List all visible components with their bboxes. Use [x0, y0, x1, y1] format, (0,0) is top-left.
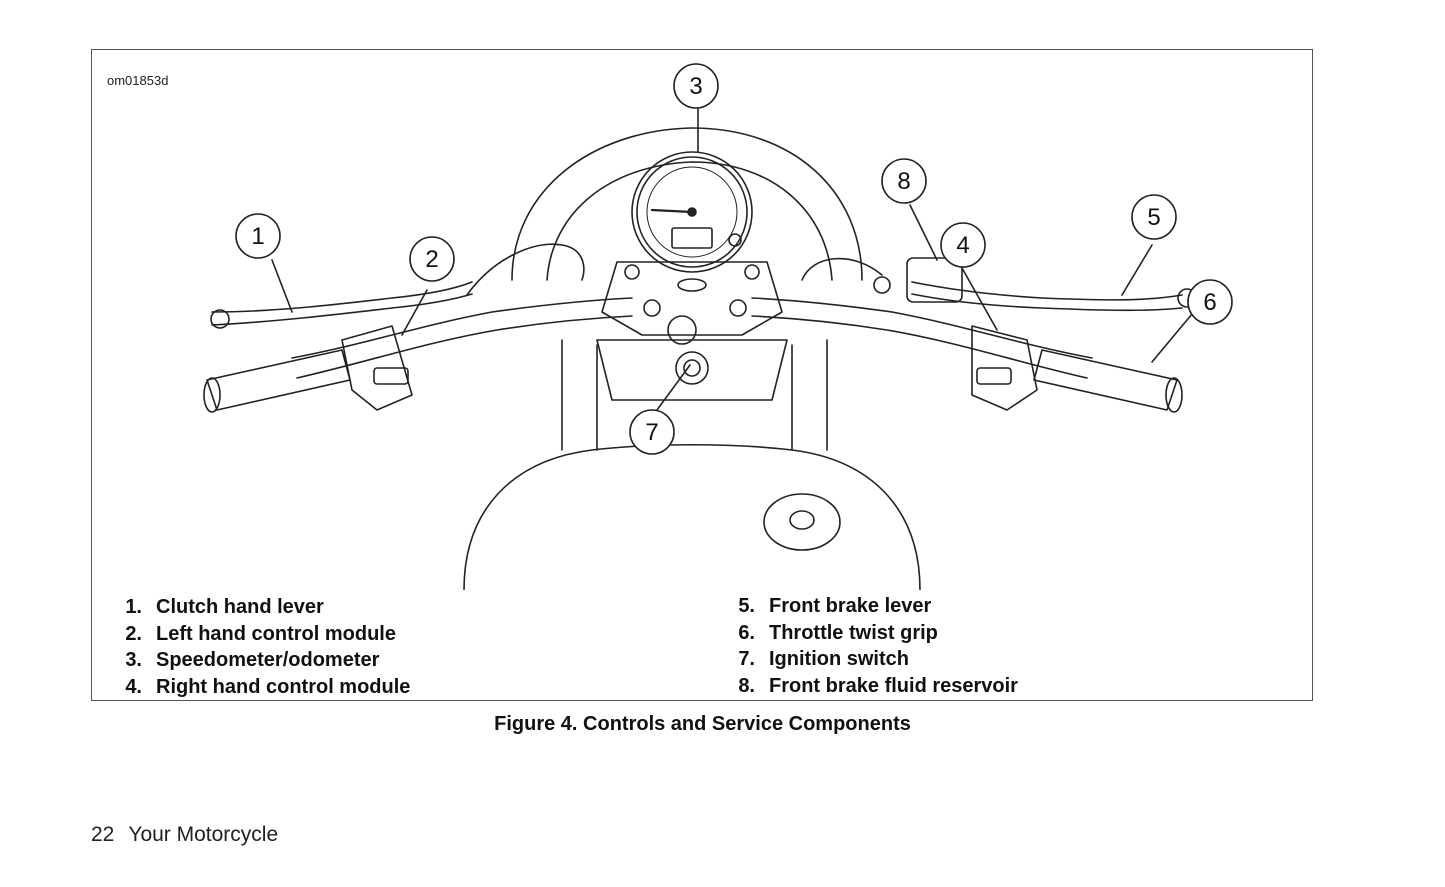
callout-label-1: 1 — [251, 223, 264, 250]
legend-label: Left hand control module — [156, 622, 396, 645]
callout-label-8: 8 — [897, 168, 910, 195]
fuel-tank-outline — [463, 443, 921, 590]
legend-right: 5. Front brake lever 6. Throttle twist g… — [717, 593, 1018, 699]
callout-label-4: 4 — [956, 232, 969, 259]
fairing-inner-outline — [546, 161, 833, 281]
handlebar-clamp — [601, 261, 783, 336]
legend-label: Clutch hand lever — [156, 596, 324, 618]
legend-label: Throttle twist grip — [769, 621, 938, 644]
legend-label: Front brake fluid reservoir — [769, 674, 1018, 697]
callout-circle-8 — [881, 158, 927, 204]
section-title: Your Motorcycle — [128, 823, 279, 846]
legend-label: Right hand control module — [156, 675, 411, 698]
legend-label: Front brake lever — [769, 595, 932, 617]
callout-label-3: 3 — [689, 73, 702, 100]
legend-number: 8. — [738, 674, 755, 697]
legend-item: 6. Throttle twist grip — [717, 620, 1018, 647]
speedometer-gauge — [631, 151, 753, 273]
figure-id-code: om01853d — [107, 73, 169, 88]
left-handlebar — [203, 243, 633, 413]
figure-caption: Figure 4. Controls and Service Component… — [494, 713, 911, 735]
legend-number: 3. — [125, 649, 142, 671]
legend-item: 7. Ignition switch — [717, 646, 1018, 673]
legend-label: Ignition switch — [769, 648, 909, 670]
right-handlebar — [751, 257, 1197, 413]
callout-label-2: 2 — [425, 246, 438, 273]
fairing-outline — [511, 127, 863, 281]
legend-number: 1. — [125, 596, 142, 618]
legend-number: 5. — [738, 595, 755, 617]
callout-label-7: 7 — [645, 419, 658, 446]
callout-circle-2 — [409, 236, 455, 282]
legend-item: 3. Speedometer/odometer — [104, 647, 410, 674]
ignition-switch-drawing — [596, 315, 788, 401]
legend-item: 5. Front brake lever — [717, 593, 1018, 620]
callout-label-6: 6 — [1203, 289, 1216, 316]
legend-number: 4. — [125, 675, 142, 698]
figure-frame — [91, 49, 1313, 701]
fork-legs — [561, 339, 828, 451]
callout-circle-3 — [673, 63, 719, 109]
legend-left: 1. Clutch hand lever 2. Left hand contro… — [104, 594, 410, 700]
legend-label: Speedometer/odometer — [156, 649, 380, 671]
legend-item: 1. Clutch hand lever — [104, 594, 410, 621]
callout-leader-lines — [271, 105, 1198, 411]
callout-circle-4 — [940, 222, 986, 268]
callout-circle-7 — [629, 409, 675, 455]
handlebar-illustration: 1 2 3 4 5 6 7 8 — [203, 63, 1233, 590]
callout-circle-6 — [1187, 279, 1233, 325]
legend-number: 6. — [738, 621, 755, 644]
legend-item: 4. Right hand control module — [104, 674, 410, 701]
legend-number: 7. — [738, 648, 755, 670]
legend-item: 2. Left hand control module — [104, 621, 410, 648]
page-footer: 22 Your Motorcycle — [91, 823, 278, 847]
page-number: 22 — [91, 823, 115, 846]
legend-number: 2. — [125, 622, 142, 645]
legend-item: 8. Front brake fluid reservoir — [717, 673, 1018, 700]
callout-label-5: 5 — [1147, 204, 1160, 231]
fuel-cap — [763, 493, 841, 551]
callout-circle-1 — [235, 213, 281, 259]
callout-circle-5 — [1131, 194, 1177, 240]
